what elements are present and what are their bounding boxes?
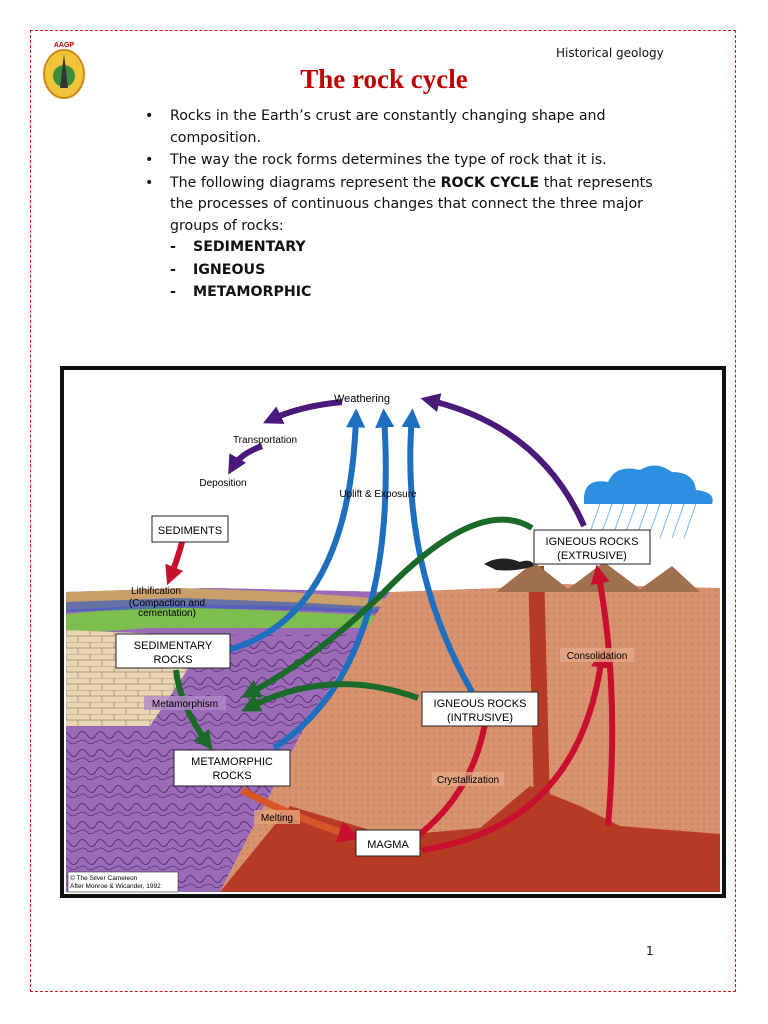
svg-text:IGNEOUS ROCKS: IGNEOUS ROCKS (434, 698, 527, 710)
rock-group-item: IGNEOUS (170, 260, 665, 282)
mountain-peak (636, 566, 700, 592)
svg-text:MAGMA: MAGMA (367, 839, 409, 851)
extrusive-metamorphism-arrow (241, 516, 534, 698)
uplift-label: Uplift & Exposure (339, 489, 417, 500)
svg-text:(INTRUSIVE): (INTRUSIVE) (447, 712, 513, 724)
rock-group-item: METAMORPHIC (170, 282, 665, 304)
consolidation-label: Consolidation (567, 651, 628, 662)
page-title: The rock cycle (300, 64, 468, 94)
igneous-extrusive-box: IGNEOUS ROCKS (EXTRUSIVE) (533, 529, 651, 565)
svg-text:ROCKS: ROCKS (212, 770, 251, 782)
aagp-logo: AAGP (43, 42, 85, 99)
blue-sediment-layer (66, 598, 400, 614)
igneous-intrusive-box: IGNEOUS ROCKS (INTRUSIVE) (421, 691, 539, 727)
sedimentary-rocks-box: SEDIMENTARY ROCKS (115, 633, 231, 669)
transportation-arrow (228, 443, 264, 475)
weathering-arrow (263, 399, 343, 424)
weathering-label: Weathering (334, 393, 390, 405)
page-border (30, 30, 736, 992)
rock-group-list: SEDIMENTARY IGNEOUS METAMORPHIC (170, 237, 665, 304)
extrusion-arrow (590, 564, 616, 827)
transportation-label: Transportation (233, 435, 297, 446)
deposition-label: Deposition (199, 478, 246, 489)
header-subject: Historical geology (556, 46, 664, 60)
lithification-label: Lithification (131, 586, 181, 597)
bullet-item: The following diagrams represent the ROC… (145, 173, 665, 304)
metamorphic-rocks-box: METAMORPHIC ROCKS (173, 749, 291, 787)
svg-text:ROCKS: ROCKS (153, 654, 192, 666)
credit-line: © The Silver Cameleon (70, 874, 138, 882)
melting-label: Melting (261, 813, 293, 824)
bullet-list: Rocks in the Earth’s crust are constantl… (145, 106, 665, 305)
uplift-arrow (272, 408, 395, 751)
intrusive-metamorphism-arrow (241, 681, 420, 712)
sediments-box: SEDIMENTS (151, 515, 229, 543)
volcanic-smoke (484, 558, 534, 571)
rock-cycle-term: ROCK CYCLE (440, 174, 540, 191)
mountain-peak (496, 562, 572, 592)
lithification-arrow (165, 541, 185, 586)
svg-text:IGNEOUS ROCKS: IGNEOUS ROCKS (546, 536, 639, 548)
metamorphism-label: Metamorphism (152, 699, 218, 710)
svg-text:METAMORPHIC: METAMORPHIC (191, 756, 273, 768)
svg-text:(EXTRUSIVE): (EXTRUSIVE) (557, 550, 627, 562)
extrusive-weathering-arrow (420, 393, 587, 528)
crystallization-label: Crystallization (437, 775, 499, 786)
svg-text:SEDIMENTS: SEDIMENTS (158, 525, 222, 537)
rock-group-item: SEDIMENTARY (170, 237, 665, 259)
lithification-label: (Compaction and (129, 598, 205, 609)
green-sediment-layer (66, 606, 390, 634)
bullet-item: Rocks in the Earth’s crust are constantl… (145, 106, 665, 149)
rock-cycle-diagram: Weathering Transportation Deposition Lit… (60, 366, 726, 898)
uplift-arrow (227, 408, 366, 653)
credit-line: After Monroe & Wicander, 1992 (70, 883, 161, 890)
page-number: 1 (646, 944, 654, 958)
consolidation-arrow (421, 648, 611, 853)
bullet-item: The way the rock forms determines the ty… (145, 150, 665, 172)
volcanic-conduit (528, 566, 550, 806)
logo-text: AAGP (54, 42, 75, 49)
svg-text:SEDIMENTARY: SEDIMENTARY (134, 640, 213, 652)
lithification-label: cementation) (138, 608, 196, 619)
magma-box: MAGMA (355, 829, 421, 857)
